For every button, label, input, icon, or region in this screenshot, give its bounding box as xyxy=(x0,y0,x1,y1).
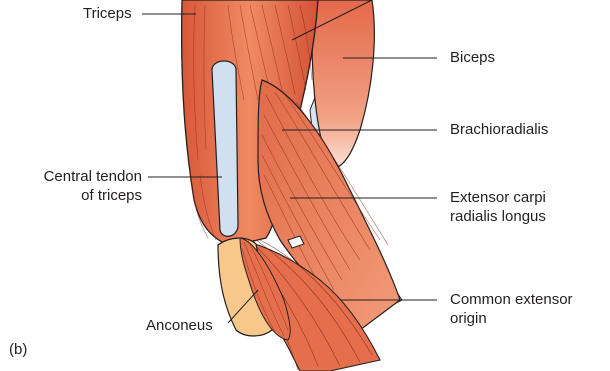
label-anconeus: Anconeus xyxy=(146,316,213,335)
label-common-extensor-line1: Common extensor xyxy=(450,290,573,309)
figure-tag: (b) xyxy=(9,340,27,359)
label-central-tendon-line1: Central tendon xyxy=(10,167,142,186)
label-ecrl-line2: radialis longus xyxy=(450,207,546,226)
label-triceps: Triceps xyxy=(83,4,132,23)
label-biceps: Biceps xyxy=(450,48,495,67)
label-central-tendon-line2: of triceps xyxy=(10,186,142,205)
label-brachioradialis: Brachioradialis xyxy=(450,120,548,139)
label-common-extensor-line2: origin xyxy=(450,309,487,328)
label-ecrl-line1: Extensor carpi xyxy=(450,188,546,207)
